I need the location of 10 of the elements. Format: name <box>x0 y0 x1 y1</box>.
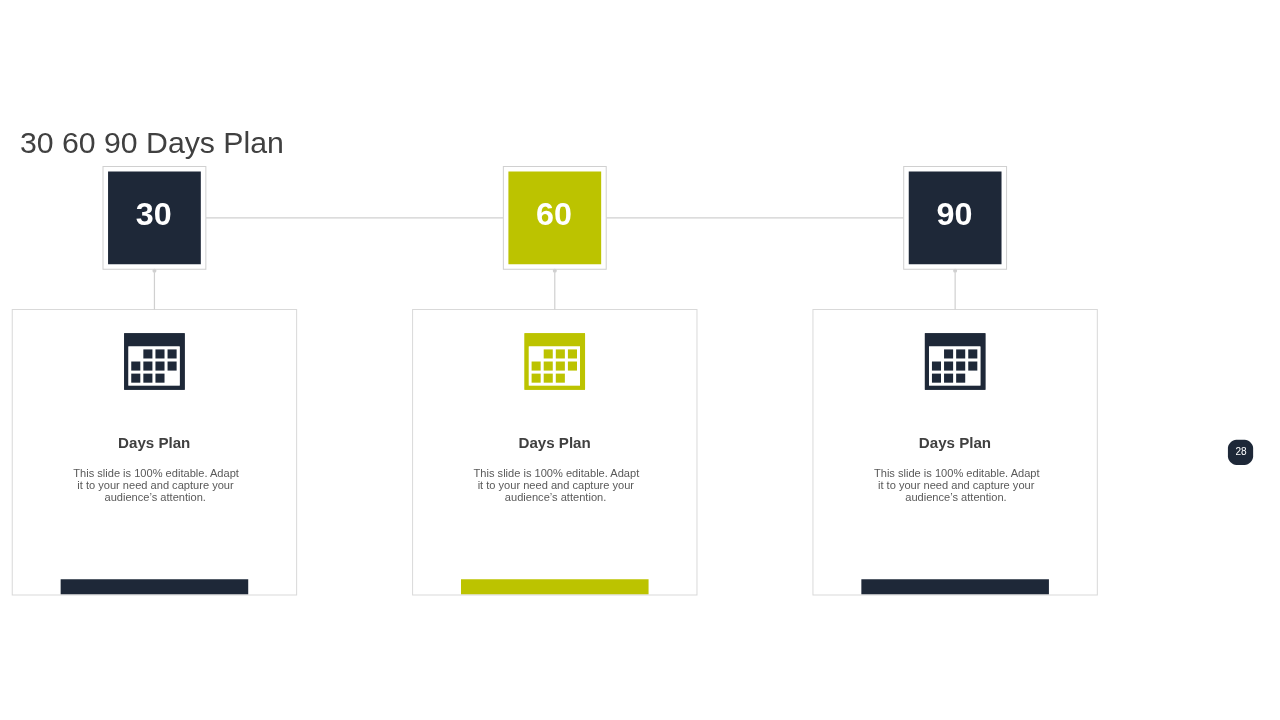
connector <box>605 217 904 219</box>
node-box: 30 <box>102 165 207 270</box>
connector <box>152 268 157 311</box>
node-box: 90 <box>903 165 1008 270</box>
connector <box>552 268 557 311</box>
label: 28 <box>1235 446 1247 458</box>
node-box: 60 <box>502 165 607 270</box>
connector <box>205 217 504 219</box>
diagram-title: 30 60 90 Days Plan <box>19 126 284 160</box>
connector <box>953 268 958 311</box>
